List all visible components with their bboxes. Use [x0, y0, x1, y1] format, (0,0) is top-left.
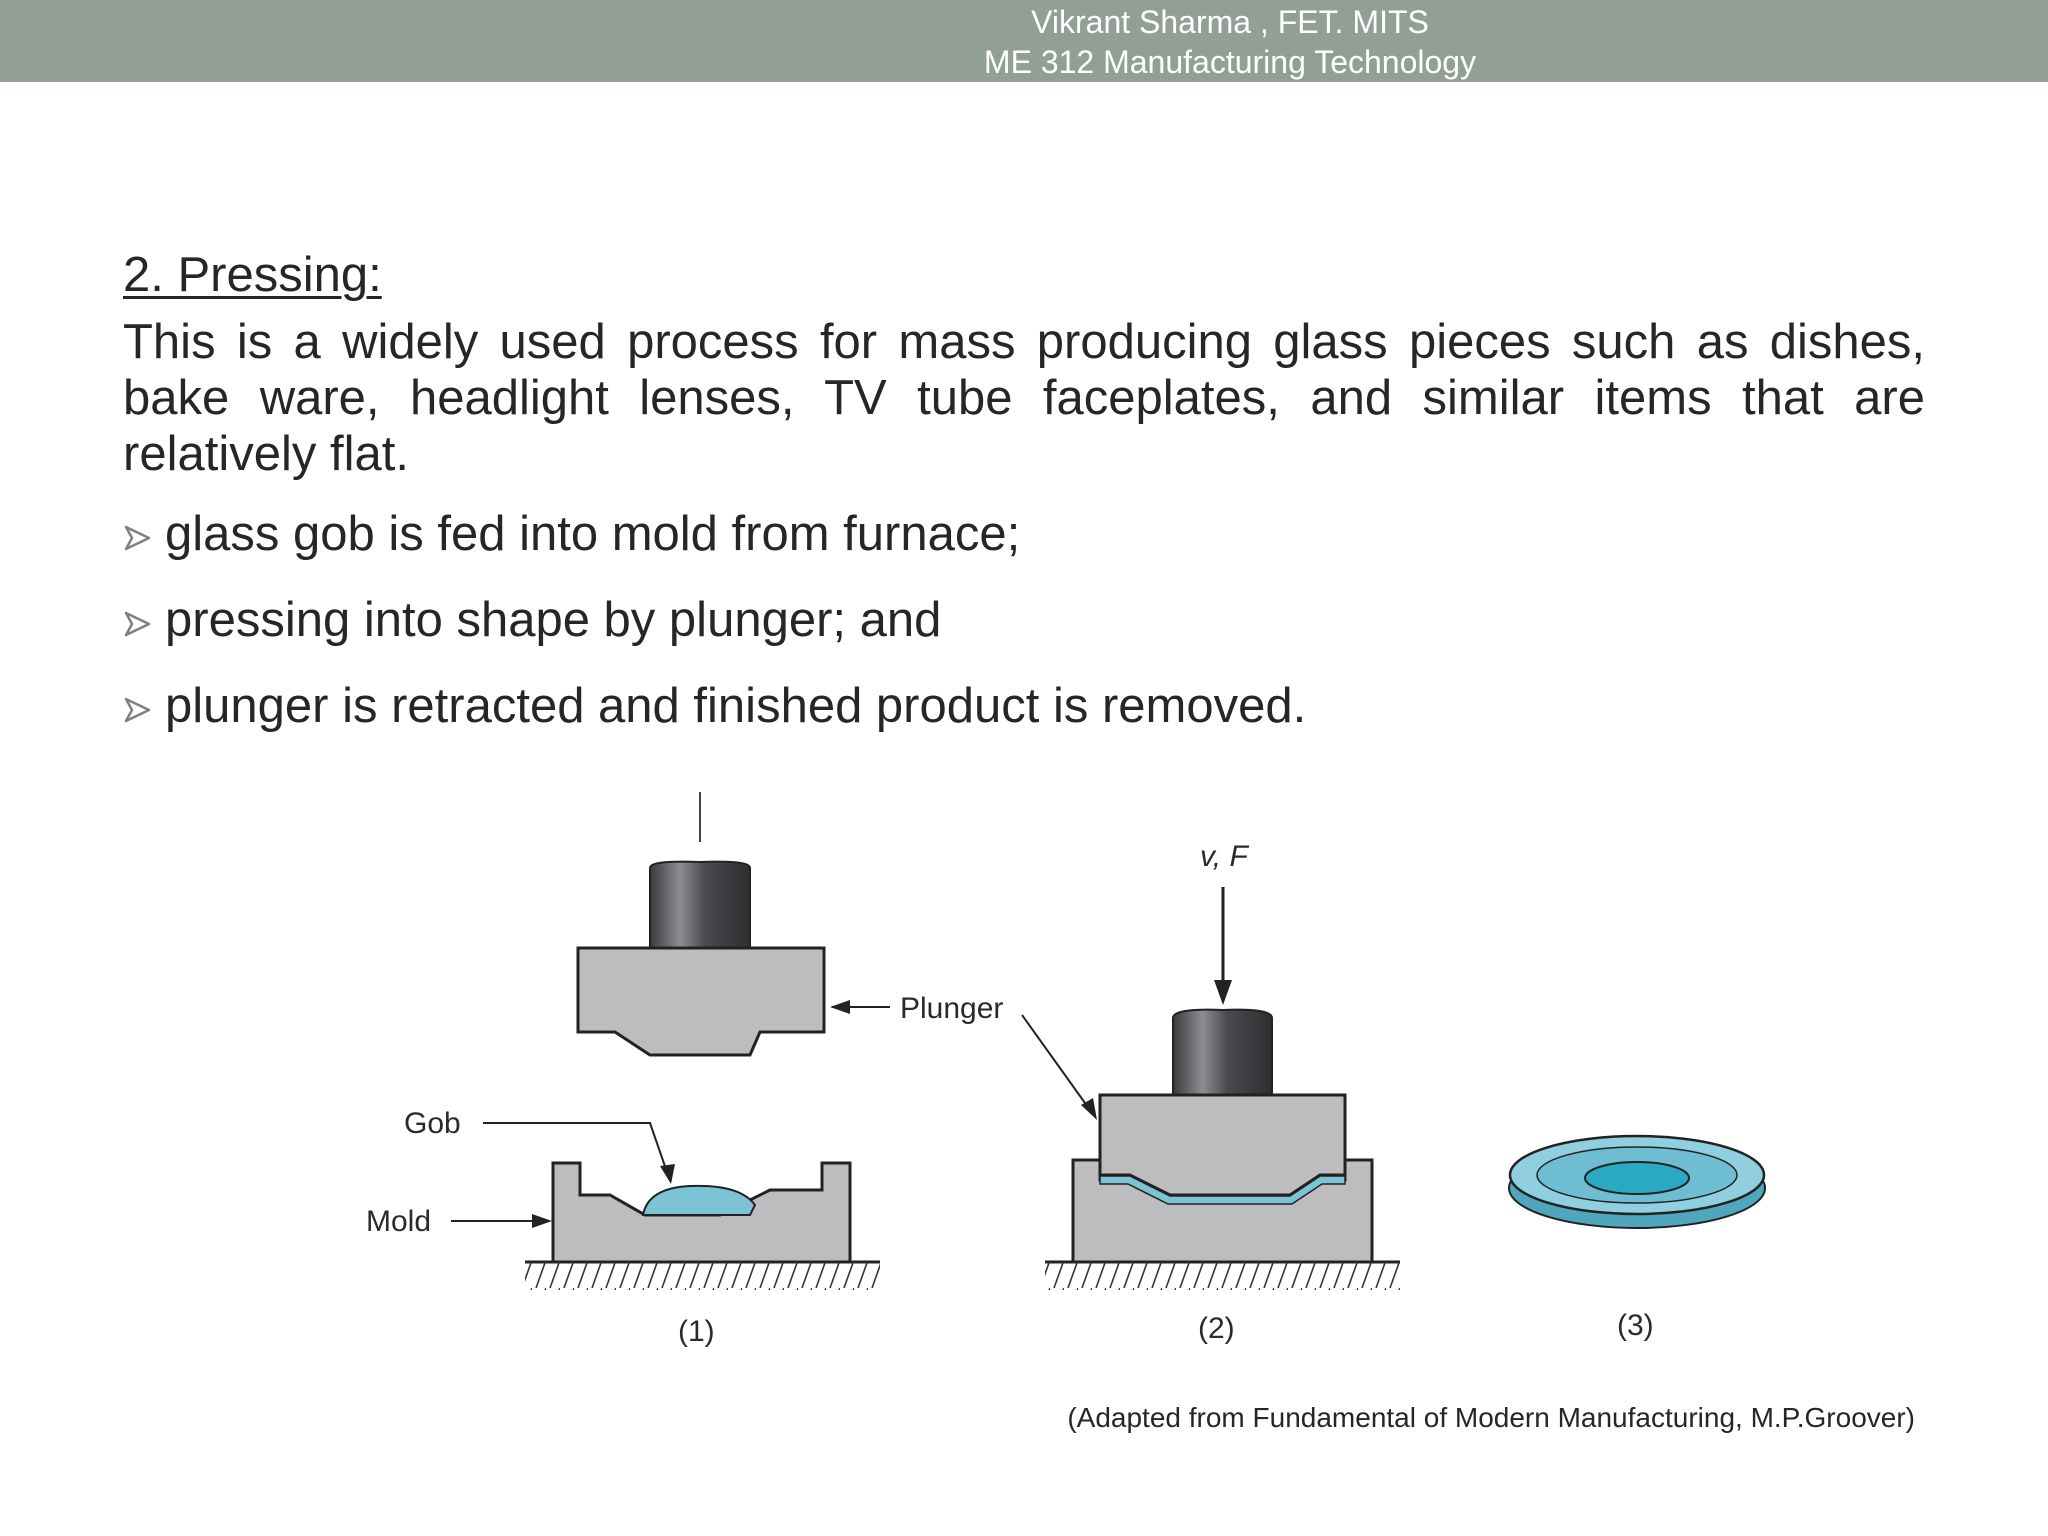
- mold-arrowhead: [532, 1214, 552, 1228]
- force-arrowhead: [1214, 980, 1232, 1005]
- step-1-diagram: [451, 792, 890, 1290]
- arrowhead-bullet-icon: [124, 697, 151, 723]
- plunger-pointer-2: [1021, 1014, 1091, 1111]
- bullet-text: plunger is retracted and finished produc…: [165, 679, 1307, 733]
- step-1-label: (1): [678, 1315, 715, 1348]
- gob-arrowhead: [660, 1164, 675, 1184]
- header-author: Vikrant Sharma , FET. MITS: [1031, 4, 1429, 40]
- plunger-body: [576, 946, 826, 1057]
- citation: (Adapted from Fundamental of Modern Manu…: [1067, 1402, 1915, 1433]
- gob-pointer: [483, 1122, 669, 1176]
- bullet-item: plunger is retracted and finished produc…: [123, 676, 1823, 762]
- plunger-rod: [649, 860, 751, 951]
- bullet-list: glass gob is fed into mold from furnace;…: [123, 504, 1823, 762]
- gob-label: Gob: [404, 1107, 461, 1140]
- arrowhead-bullet-icon: [124, 611, 151, 637]
- bullet-text: glass gob is fed into mold from furnace;: [165, 507, 1021, 561]
- step-2-label: (2): [1198, 1312, 1235, 1345]
- step-2-diagram: [1021, 887, 1400, 1290]
- ground-hatch: [1045, 1262, 1400, 1290]
- plunger-label: Plunger: [900, 992, 1003, 1025]
- bullet-item: glass gob is fed into mold from furnace;: [123, 504, 1823, 590]
- bullet-item: pressing into shape by plunger; and: [123, 590, 1823, 676]
- bullet-text: pressing into shape by plunger; and: [165, 593, 942, 647]
- plunger-arrowhead-2: [1081, 1098, 1097, 1120]
- slide-heading: 2. Pressing:: [123, 248, 382, 302]
- step-3-label: (3): [1617, 1309, 1654, 1342]
- header-bar: Vikrant Sharma , FET. MITS ME 312 Manufa…: [0, 0, 2048, 82]
- glass-gob: [641, 1184, 757, 1216]
- step-3-diagram: [1508, 1134, 1766, 1229]
- intro-paragraph: This is a widely used process for mass p…: [123, 315, 1925, 481]
- plunger-body: [1098, 1093, 1347, 1197]
- velocity-force-label: v, F: [1200, 840, 1249, 873]
- header-course: ME 312 Manufacturing Technology: [983, 44, 1477, 80]
- ground-hatch: [525, 1262, 880, 1290]
- plunger-arrowhead: [830, 1000, 850, 1014]
- dish-center: [1584, 1161, 1690, 1195]
- arrowhead-bullet-icon: [124, 525, 151, 551]
- plunger-rod: [1172, 1008, 1273, 1098]
- mold-label: Mold: [366, 1205, 431, 1238]
